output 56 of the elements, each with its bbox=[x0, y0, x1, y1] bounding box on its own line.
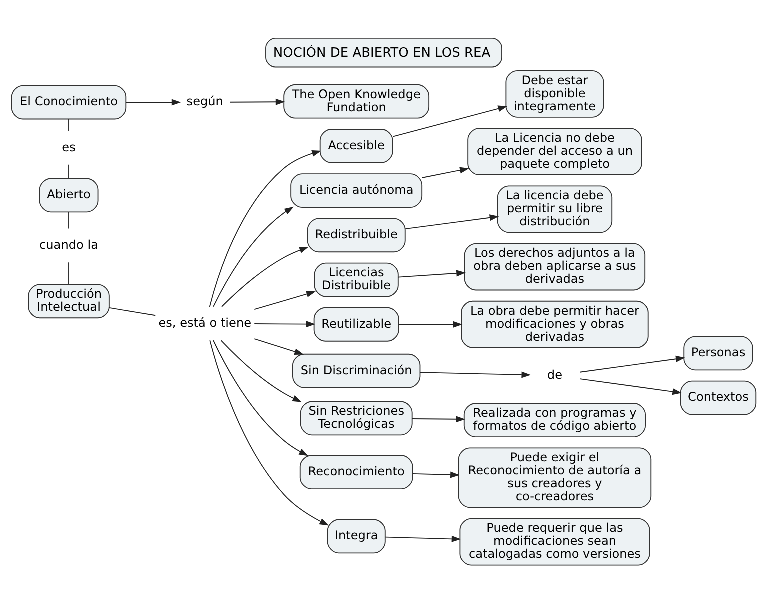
arrow bbox=[412, 416, 466, 423]
arrow bbox=[392, 106, 508, 138]
arrow bbox=[213, 340, 308, 456]
node-text: es, está o tiene bbox=[158, 316, 252, 330]
node-text: según bbox=[186, 94, 224, 109]
node-box: Contextos bbox=[680, 380, 757, 416]
arrow bbox=[385, 536, 462, 542]
node-box: Producción Intelectual bbox=[28, 284, 110, 319]
node-text: es bbox=[62, 140, 76, 154]
diagram-title: NOCIÓN DE ABIERTO EN LOS REA bbox=[273, 46, 491, 61]
arrow bbox=[420, 372, 532, 378]
node-box: Integra bbox=[327, 519, 386, 554]
arrow bbox=[405, 214, 500, 230]
connector bbox=[68, 164, 70, 179]
arrow bbox=[254, 338, 304, 356]
arrow bbox=[221, 246, 309, 308]
arrow bbox=[213, 206, 294, 308]
node-box: Sin Restriciones Tecnológicas bbox=[300, 401, 413, 436]
arrow bbox=[209, 150, 322, 308]
node-text: de bbox=[547, 368, 563, 382]
arrow bbox=[254, 291, 316, 310]
node-box: The Open Knowledge Fundation bbox=[284, 84, 430, 119]
connector bbox=[68, 212, 70, 230]
arrow bbox=[398, 270, 466, 278]
node-box: Redistribuible bbox=[307, 218, 406, 253]
node-box: Debe estar disponible integramente bbox=[506, 70, 604, 118]
arrow bbox=[230, 98, 286, 106]
arrow bbox=[220, 340, 302, 402]
arrow bbox=[126, 99, 182, 106]
node-box: La obra debe permitir hacer modificaciones y obras derivadas bbox=[461, 300, 649, 348]
node-box: Reutilizable bbox=[314, 307, 400, 342]
node-box: Abierto bbox=[39, 178, 99, 213]
node-box: Los derechos adjuntos a la obra deben aplicarse a sus derivadas bbox=[464, 243, 646, 291]
node-box: Licencia autónoma bbox=[290, 174, 423, 208]
node-box: El Conocimiento bbox=[11, 85, 127, 120]
arrow bbox=[580, 378, 682, 396]
node-box: La licencia debe permitir su libre distribución bbox=[497, 186, 613, 234]
node-box: Personas bbox=[684, 336, 754, 371]
node-box: La Licencia no debe depender del acceso a un paquete completo bbox=[468, 128, 642, 176]
arrow bbox=[254, 321, 316, 328]
arrow bbox=[398, 321, 463, 328]
arrow bbox=[210, 340, 330, 526]
node-box: Accesible bbox=[320, 129, 394, 164]
node-box: Reconocimiento bbox=[300, 455, 414, 490]
node-box: Puede exigir el Reconocimiento de autoría a sus creadores y co-creadores bbox=[458, 448, 652, 508]
node-box: Realizada con programas y formatos de código abierto bbox=[464, 403, 646, 438]
node-box: Puede requerir que las modificaciones sean catalogadas como versiones bbox=[460, 518, 650, 566]
connector bbox=[68, 118, 70, 132]
arrow bbox=[412, 472, 460, 478]
arrow bbox=[422, 167, 470, 178]
node-box: Licencias Distribuible bbox=[314, 262, 399, 298]
arrow bbox=[580, 356, 686, 373]
connector bbox=[109, 308, 156, 316]
connector bbox=[68, 262, 70, 285]
node-text: cuando la bbox=[40, 238, 98, 252]
node-box: Sin Discriminación bbox=[292, 354, 421, 388]
